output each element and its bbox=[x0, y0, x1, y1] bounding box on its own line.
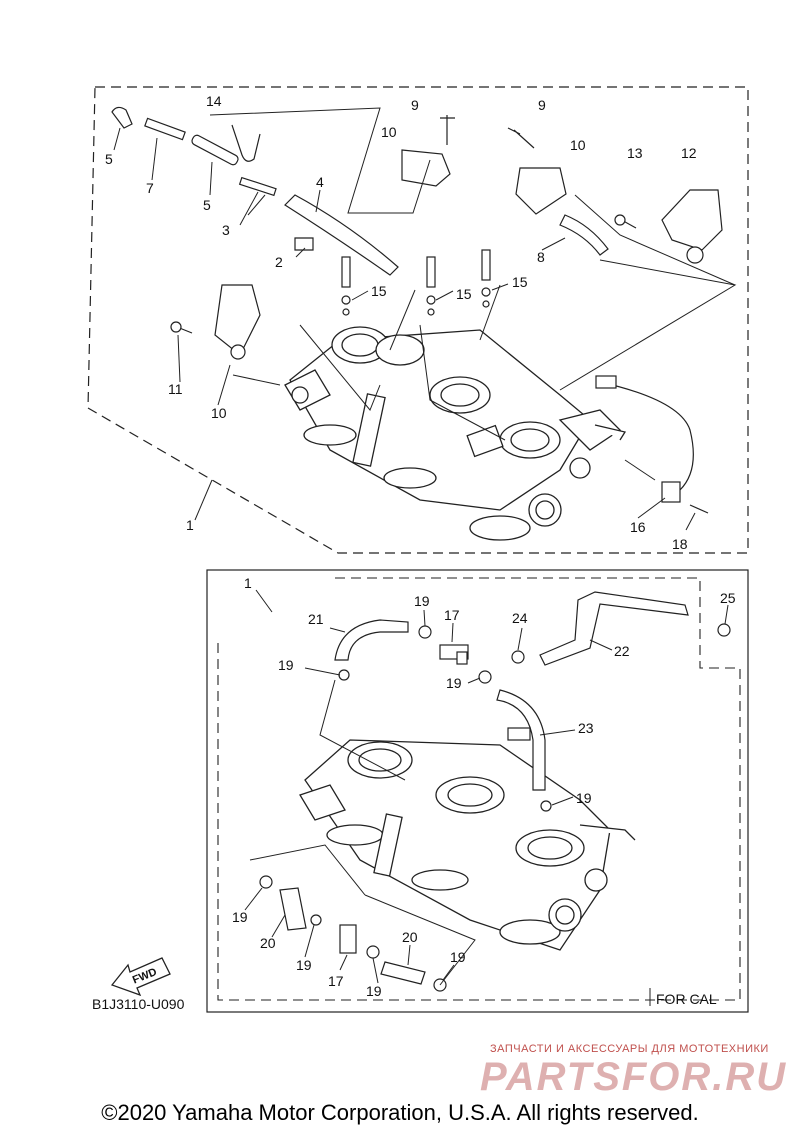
lower-leaders bbox=[244, 589, 729, 986]
throttle-body-upper bbox=[284, 326, 627, 541]
callout-19e: 19 bbox=[232, 909, 248, 925]
callout-23: 23 bbox=[578, 720, 594, 736]
callout-8: 8 bbox=[537, 249, 545, 265]
callout-21: 21 bbox=[308, 611, 324, 627]
callout-2: 2 bbox=[275, 254, 283, 270]
callout-19f: 19 bbox=[296, 957, 312, 973]
callout-19b: 19 bbox=[278, 657, 294, 673]
callout-12: 11 bbox=[168, 381, 183, 397]
upper-frame bbox=[87, 86, 749, 554]
diagram-code: B1J3110-U090 bbox=[92, 996, 185, 1012]
callout-17a: 17 bbox=[444, 607, 460, 623]
callout-10b: 10 bbox=[570, 137, 586, 153]
callout-19a: 19 bbox=[414, 593, 430, 609]
throttle-body-lower bbox=[299, 739, 636, 951]
callout-18: 18 bbox=[672, 536, 688, 552]
callout-25: 25 bbox=[720, 590, 736, 606]
callout-15c: 15 bbox=[512, 274, 528, 290]
callout-22: 22 bbox=[614, 643, 630, 659]
callout-20a: 20 bbox=[260, 935, 276, 951]
callout-9b: 9 bbox=[538, 97, 546, 113]
callout-19g: 19 bbox=[450, 949, 466, 965]
callout-17b: 17 bbox=[328, 973, 344, 989]
upper-callouts: 14 9 9 10 10 13 12 5 7 4 5 3 8 2 15 15 1… bbox=[105, 93, 697, 552]
callout-24: 24 bbox=[512, 610, 528, 626]
upper-leaders bbox=[113, 107, 737, 531]
callout-16: 16 bbox=[630, 519, 646, 535]
callout-20b: 20 bbox=[402, 929, 418, 945]
watermark-tagline: ЗАПЧАСТИ И АКСЕССУАРЫ ДЛЯ МОТОТЕХНИКИ bbox=[490, 1043, 769, 1055]
callout-11: 10 bbox=[211, 405, 227, 421]
callout-13: 12 bbox=[681, 145, 697, 161]
fwd-arrow-icon: FWD bbox=[110, 957, 171, 997]
callout-14: 13 bbox=[627, 145, 643, 161]
callout-10a: 10 bbox=[381, 124, 397, 140]
callout-19d: 19 bbox=[576, 790, 592, 806]
callout-3: 3 bbox=[222, 222, 230, 238]
callout-19h: 19 bbox=[366, 983, 382, 999]
upper-parts bbox=[111, 106, 723, 514]
lower-inner-dashed-frame bbox=[217, 577, 741, 1001]
callout-9a: 9 bbox=[411, 97, 419, 113]
callout-6: 14 bbox=[206, 93, 222, 109]
callout-15b: 15 bbox=[456, 286, 472, 302]
callout-1-upper: 1 bbox=[186, 517, 194, 533]
callout-1-lower: 1 bbox=[244, 575, 252, 591]
lower-frame bbox=[206, 569, 749, 1013]
lower-callouts: 1 19 17 24 25 21 22 19 19 23 19 19 20 19… bbox=[232, 575, 736, 999]
lower-parts bbox=[259, 591, 731, 992]
copyright-footer: ©2020 Yamaha Motor Corporation, U.S.A. A… bbox=[101, 1100, 699, 1125]
for-cal-label: FOR CAL bbox=[656, 991, 717, 1007]
callout-19c: 19 bbox=[446, 675, 462, 691]
watermark-logo: PARTSFOR.RU bbox=[480, 1055, 788, 1099]
callout-7: 7 bbox=[146, 180, 154, 196]
callout-5b: 5 bbox=[203, 197, 211, 213]
callout-5a: 5 bbox=[105, 151, 113, 167]
callout-4: 4 bbox=[316, 174, 324, 190]
callout-15a: 15 bbox=[371, 283, 387, 299]
